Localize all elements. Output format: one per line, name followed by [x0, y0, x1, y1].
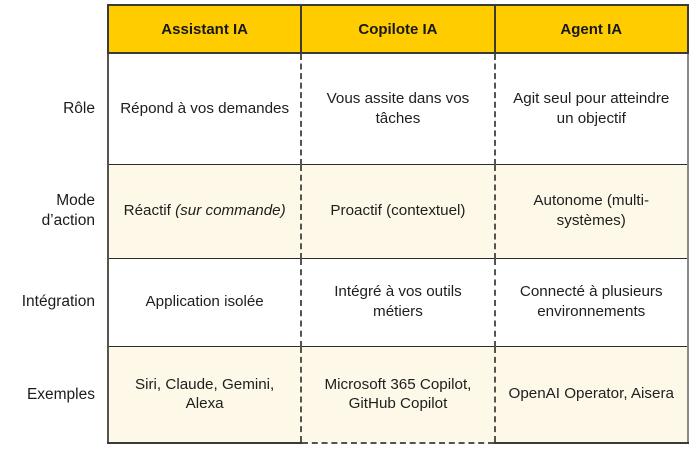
cell-integration-assistant: Application isolée: [106, 257, 302, 346]
cell-text: Intégré à vos outils métiers: [334, 283, 462, 320]
row-label-mode-daction: Mode d’action: [0, 164, 108, 258]
column-header-agent-ia: Agent IA: [493, 4, 689, 54]
header-row: Assistant IA Copilote IA Agent IA: [0, 4, 689, 54]
row-label-role: Rôle: [0, 53, 108, 164]
header-corner-cell: [0, 5, 108, 53]
cell-text: Microsoft 365 Copilot, GitHub Copilot: [324, 375, 472, 413]
cell-role-assistant: Répond à vos demandes: [106, 53, 302, 164]
cell-role-agent: Agit seul pour atteindre un objectif: [494, 53, 689, 164]
cell-mode-assistant: Réactif (sur commande): [106, 163, 302, 258]
cell-text: Connecté à plusieurs environnements: [519, 283, 663, 320]
cell-integration-copilote: Intégré à vos outils métiers: [300, 257, 496, 346]
cell-text: Réactif: [123, 202, 176, 220]
cell-text-italic: (sur commande): [175, 202, 286, 220]
table-header: Assistant IA Copilote IA Agent IA: [0, 4, 689, 54]
row-label-integration: Intégration: [0, 258, 108, 346]
cell-text: Répond à vos demandes: [120, 99, 290, 117]
cell-mode-copilote: Proactif (contextuel): [300, 163, 496, 258]
row-label-exemples: Exemples: [0, 346, 108, 443]
cell-exemples-assistant: Siri, Claude, Gemini, Alexa: [106, 345, 302, 444]
cell-text: Proactif (contextuel): [330, 202, 466, 220]
cell-text: Vous assite dans vos tâches: [326, 90, 470, 127]
cell-text: OpenAI Operator, Aisera: [508, 385, 674, 403]
column-header-copilote-ia: Copilote IA: [300, 4, 496, 54]
table-body: Rôle Répond à vos demandes Vous assite d…: [0, 53, 689, 444]
cell-exemples-agent: OpenAI Operator, Aisera: [494, 345, 689, 444]
table-row-integration: Intégration Application isolée Intégré à…: [0, 257, 689, 346]
cell-role-copilote: Vous assite dans vos tâches: [300, 53, 496, 164]
table-row-mode-daction: Mode d’action Réactif (sur commande) Pro…: [0, 163, 689, 258]
table-row-exemples: Exemples Siri, Claude, Gemini, Alexa Mic…: [0, 345, 689, 444]
table-row-role: Rôle Répond à vos demandes Vous assite d…: [0, 53, 689, 164]
cell-text: Agit seul pour atteindre un objectif: [513, 90, 670, 127]
cell-integration-agent: Connecté à plusieurs environnements: [494, 257, 689, 346]
cell-text: Application isolée: [145, 293, 264, 311]
cell-mode-agent: Autonome (multi-systèmes): [494, 163, 689, 258]
column-header-assistant-ia: Assistant IA: [106, 4, 303, 54]
cell-exemples-copilote: Microsoft 365 Copilot, GitHub Copilot: [300, 345, 496, 444]
cell-text: Siri, Claude, Gemini, Alexa: [135, 375, 275, 413]
ai-comparison-table: Assistant IA Copilote IA Agent IA Rôle R…: [0, 4, 689, 444]
cell-text: Autonome (multi-systèmes): [533, 192, 650, 229]
